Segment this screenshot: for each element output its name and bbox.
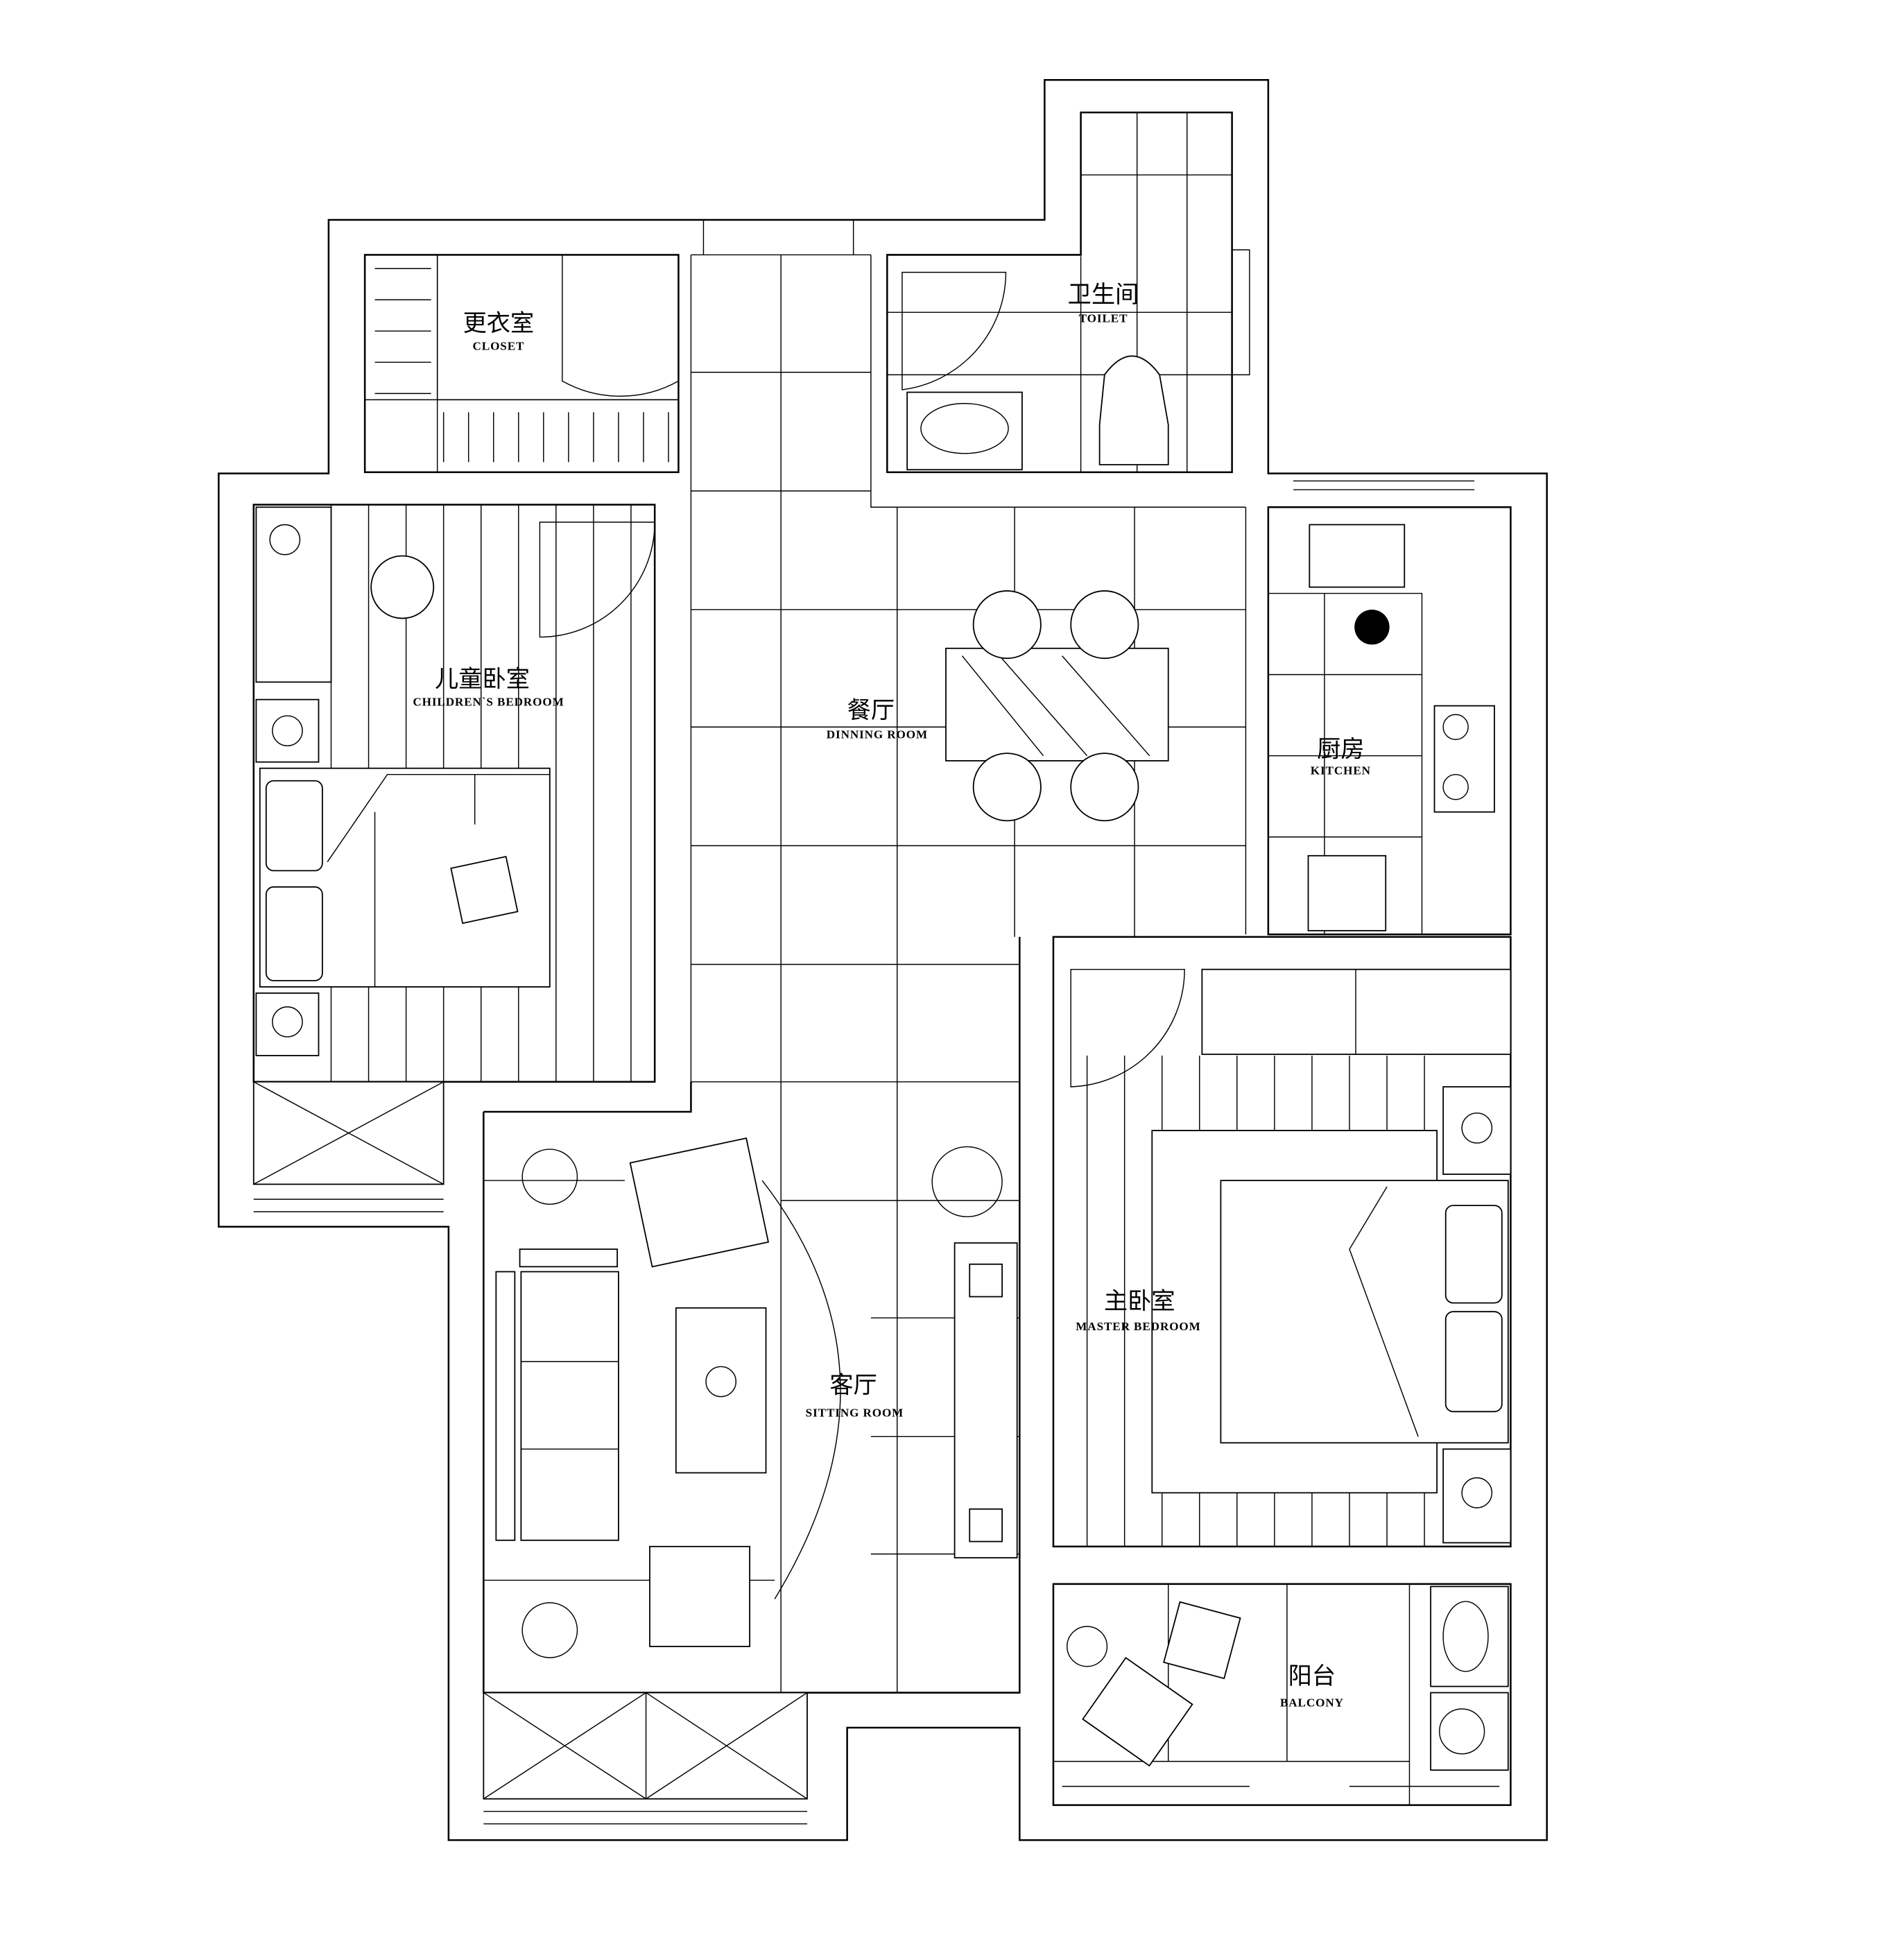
closet-label-cn: 更衣室 bbox=[463, 309, 535, 337]
washbasin bbox=[906, 391, 1023, 471]
cabinet bbox=[483, 1692, 808, 1800]
kitchen-sink bbox=[1309, 524, 1406, 588]
plant bbox=[931, 1146, 1003, 1218]
armchair bbox=[649, 1545, 751, 1647]
dining-label-cn: 餐厅 bbox=[847, 697, 895, 725]
master-bedroom-label-en: MASTER BEDROOM bbox=[1076, 1320, 1200, 1333]
master-bedroom-label-cn: 主卧室 bbox=[1104, 1288, 1175, 1316]
dining-chairs bbox=[972, 590, 1139, 822]
kitchen-label-en: KITCHEN bbox=[1311, 764, 1371, 777]
washing-machine bbox=[1430, 1692, 1509, 1771]
room-balcony: 阳台 BALCONY bbox=[1052, 1583, 1512, 1806]
room-sitting: 客厅 SITTING ROOM bbox=[483, 936, 1021, 1800]
closet-label-en: CLOSET bbox=[473, 339, 525, 352]
balcony-label-en: BALCONY bbox=[1280, 1696, 1344, 1709]
outer-walls bbox=[218, 79, 1548, 1841]
wardrobe bbox=[255, 506, 332, 683]
floor-lamp bbox=[521, 1149, 578, 1205]
children-bedroom-label-cn: 儿童卧室 bbox=[435, 666, 530, 694]
sitting-room-label-en: SITTING ROOM bbox=[806, 1407, 904, 1420]
children-bedroom-label-en: CHILDREN`S BEDROOM bbox=[413, 696, 564, 709]
room-kitchen: 厨房 KITCHEN bbox=[1245, 506, 1512, 936]
balcony-label-cn: 阳台 bbox=[1288, 1662, 1336, 1690]
room-toilet: 卫生间 TOILET bbox=[886, 111, 1250, 474]
sofa bbox=[520, 1271, 619, 1541]
person-figure bbox=[1354, 609, 1390, 645]
wardrobe bbox=[1201, 968, 1512, 1056]
dining-label-en: DINNING ROOM bbox=[827, 728, 928, 741]
plant bbox=[521, 1602, 578, 1658]
dining-table bbox=[945, 647, 1169, 762]
room-dining: 餐厅 DINNING ROOM bbox=[827, 590, 1169, 822]
toilet-label-en: TOILET bbox=[1079, 312, 1128, 325]
fridge bbox=[1307, 854, 1387, 931]
room-children-bedroom: 儿童卧室 CHILDREN`S BEDROOM bbox=[252, 504, 656, 1185]
stove bbox=[1433, 705, 1495, 813]
toilet-bowl bbox=[1098, 355, 1169, 465]
lounge-chair bbox=[1082, 1656, 1193, 1767]
sitting-room-label-cn: 客厅 bbox=[829, 1371, 877, 1399]
balcony-chair bbox=[1163, 1601, 1241, 1680]
armchair bbox=[629, 1137, 770, 1268]
coffee-table bbox=[675, 1307, 767, 1474]
chair bbox=[370, 555, 435, 619]
toilet-label-cn: 卫生间 bbox=[1068, 281, 1139, 309]
room-master-bedroom: 主卧室 MASTER BEDROOM bbox=[1052, 936, 1512, 1548]
room-closet: 更衣室 CLOSET bbox=[363, 254, 680, 474]
windows bbox=[253, 220, 1500, 1825]
kitchen-label-cn: 厨房 bbox=[1317, 736, 1364, 764]
